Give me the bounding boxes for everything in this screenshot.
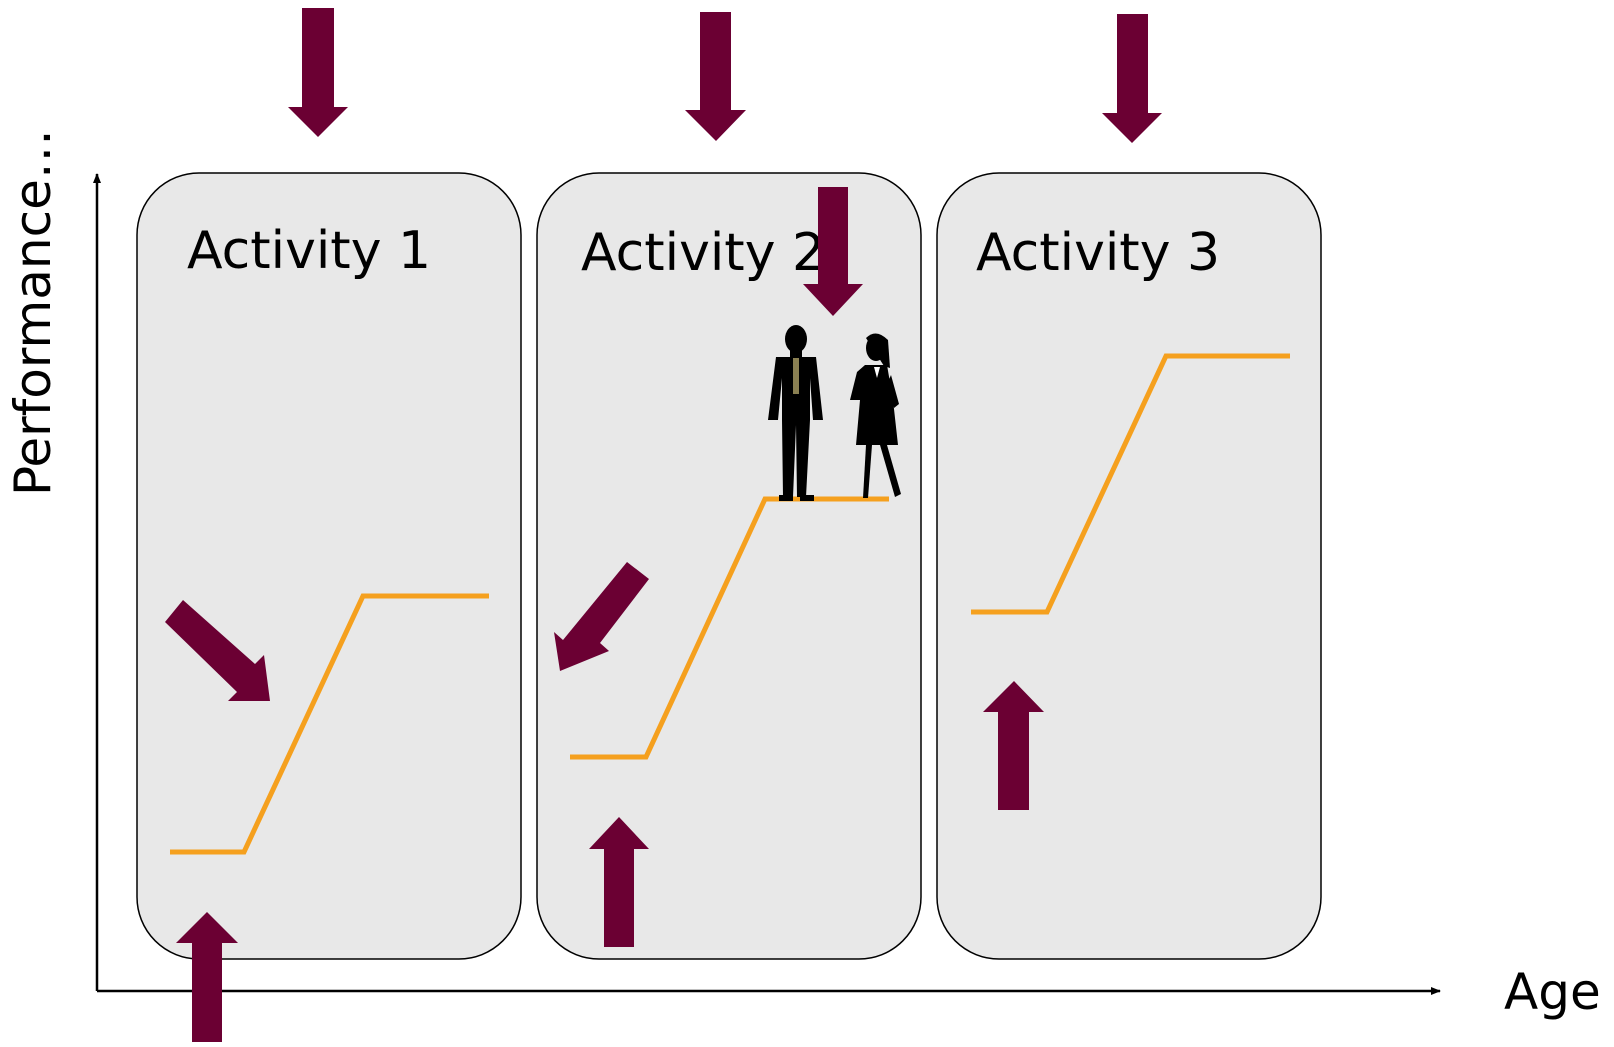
activity-2-label: Activity 2: [581, 223, 825, 283]
activity-panel-2-box: [536, 172, 922, 960]
x-axis-label: Age: [1504, 963, 1601, 1021]
businessman-silhouette-icon: [768, 325, 823, 501]
activity-panel-1-box: [136, 172, 522, 960]
businessman-and-businesswoman-silhouette-icon: [768, 325, 901, 501]
bottom-up-arrow-3: [983, 681, 1044, 810]
activity-panel-1: Activity 1: [136, 172, 522, 960]
activity-1-label: Activity 1: [187, 221, 431, 281]
top-down-arrow-2: [685, 12, 746, 141]
performance-curve-2: [570, 496, 889, 760]
performance-curve-1: [170, 593, 489, 855]
bottom-up-arrow-1: [176, 912, 238, 1043]
businesswoman-silhouette-icon: [850, 333, 901, 498]
performance-curve-3: [971, 353, 1290, 615]
activity-2-down-arrow: [803, 187, 863, 316]
bottom-up-arrow-2: [589, 817, 649, 947]
top-down-arrow-1: [288, 8, 348, 137]
top-down-arrow-3: [1102, 14, 1162, 143]
activity-3-label: Activity 3: [976, 223, 1220, 283]
y-axis-label: Performance…: [4, 129, 62, 496]
activity-panel-3-box: [936, 172, 1322, 960]
diagonal-arrow-activity-2: [554, 562, 649, 671]
activity-panel-2: Activity 2: [536, 172, 922, 960]
activity-panel-3: Activity 3: [936, 172, 1322, 960]
diagonal-arrow-activity-1: [165, 600, 270, 701]
